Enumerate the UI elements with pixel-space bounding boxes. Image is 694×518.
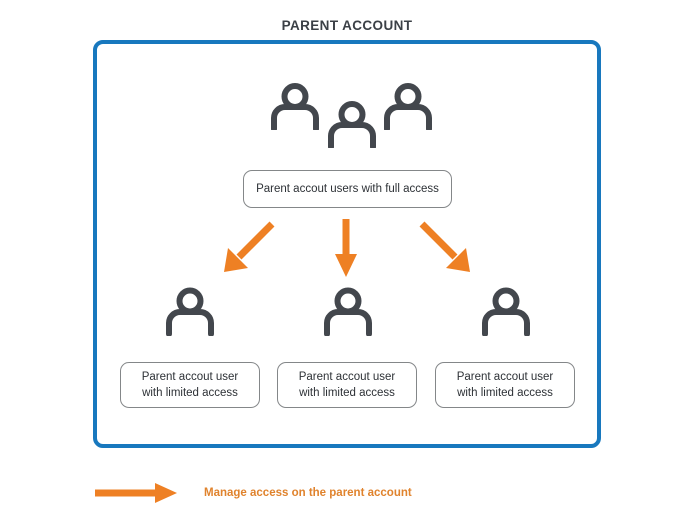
limited-access-label-line2: with limited access [142,387,238,399]
people-group-icon [268,82,435,150]
limited-access-label-box: Parent accout user with limited access [277,362,417,408]
limited-access-label-line1: Parent accout user [456,371,554,383]
full-access-label-box: Parent accout users with full access [243,170,452,208]
limited-access-label: Parent accout user with limited access [299,369,396,401]
person-icon [381,82,435,135]
limited-access-label-line2: with limited access [457,387,553,399]
limited-access-label-line1: Parent accout user [298,371,396,383]
person-icon [163,286,217,341]
limited-access-label: Parent accout user with limited access [142,369,239,401]
person-icon [325,100,379,153]
person-icon [321,286,375,341]
limited-access-label: Parent accout user with limited access [457,369,554,401]
person-icon [268,82,322,135]
arrow-right-icon [95,483,177,503]
limited-access-label-line1: Parent accout user [141,371,239,383]
full-access-label: Parent accout users with full access [256,183,439,195]
person-icon [479,286,533,341]
legend-label: Manage access on the parent account [204,487,412,499]
legend: Manage access on the parent account [93,480,412,506]
limited-access-label-box: Parent accout user with limited access [120,362,260,408]
page-title: PARENT ACCOUNT [281,18,413,33]
limited-access-label-box: Parent accout user with limited access [435,362,575,408]
limited-access-label-line2: with limited access [299,387,395,399]
